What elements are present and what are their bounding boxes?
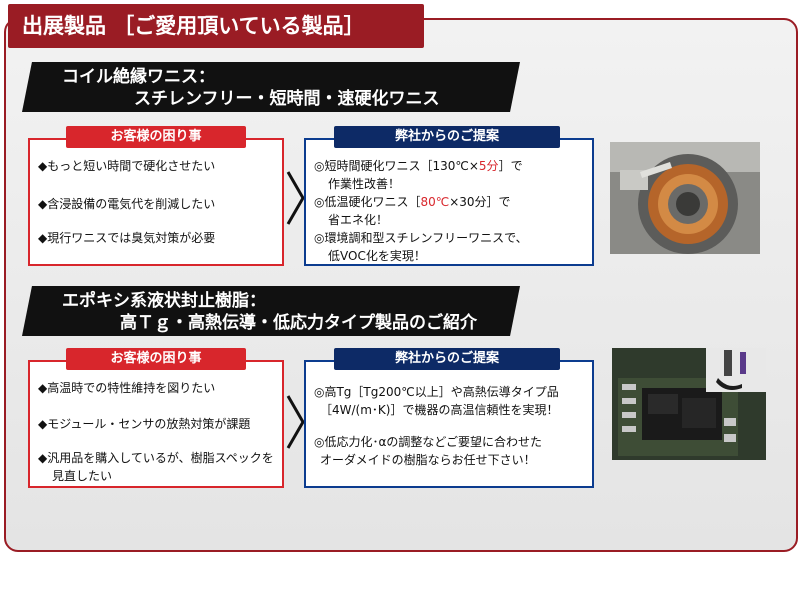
proposal-line-3b: 低VOC化を実現！ bbox=[328, 249, 426, 263]
chevron-right-icon bbox=[286, 395, 305, 449]
section2-banner-line2: 高Ｔｇ・高熱伝導・低応力タイプ製品のご紹介 bbox=[120, 313, 477, 333]
section1-proposals-header: 弊社からのご提案 bbox=[334, 126, 560, 148]
proposal-line: ［4W/(m･K)］で機器の高温信頼性を実現！ bbox=[320, 403, 559, 417]
problem-item: 見直したい bbox=[52, 469, 113, 483]
problem-item: ◆現行ワニスでは臭気対策が必要 bbox=[38, 231, 216, 245]
chevron-right-icon bbox=[286, 171, 305, 225]
circuit-board-photo bbox=[612, 348, 766, 460]
section1-banner-line1: コイル絶縁ワニス： bbox=[62, 67, 215, 87]
proposal-line-2: ◎低温硬化ワニス［80℃×30分］で bbox=[314, 195, 511, 209]
problem-item: ◆汎用品を購入しているが、樹脂スペックを bbox=[38, 451, 274, 465]
proposal-line-1b: 作業性改善！ bbox=[328, 177, 401, 191]
section1-banner: コイル絶縁ワニス： スチレンフリー・短時間・速硬化ワニス bbox=[22, 62, 520, 112]
section2-problems-header: お客様の困り事 bbox=[66, 348, 246, 370]
problem-item: ◆高温時での特性維持を図りたい bbox=[38, 381, 216, 395]
proposal-line: オーダメイドの樹脂ならお任せ下さい！ bbox=[320, 453, 536, 467]
motor-coil-photo bbox=[610, 142, 760, 254]
section1-proposals-box: ◎短時間硬化ワニス［130℃×5分］で 作業性改善！ ◎低温硬化ワニス［80℃×… bbox=[304, 138, 594, 266]
proposal-line-3: ◎環境調和型スチレンフリーワニスで、 bbox=[314, 231, 528, 245]
problem-item: ◆モジュール・センサの放熱対策が課題 bbox=[38, 417, 251, 431]
section2-problems-box: ◆高温時での特性維持を図りたい ◆モジュール・センサの放熱対策が課題 ◆汎用品を… bbox=[28, 360, 284, 488]
proposal-line-2b: 省エネ化！ bbox=[328, 213, 389, 227]
page-title: 出展製品 ［ご愛用頂いている製品］ bbox=[8, 4, 424, 48]
proposal-line: ◎高Tg［Tg200℃以上］や高熱伝導タイプ品 bbox=[314, 385, 559, 399]
proposal-line: ◎低応力化･αの調整などご要望に合わせた bbox=[314, 435, 543, 449]
section2-proposals-box: ◎高Tg［Tg200℃以上］や高熱伝導タイプ品 ［4W/(m･K)］で機器の高温… bbox=[304, 360, 594, 488]
proposal-line-1: ◎短時間硬化ワニス［130℃×5分］で bbox=[314, 159, 523, 173]
section2-banner-line1: エポキシ系液状封止樹脂： bbox=[62, 291, 266, 311]
section1-problems-header: お客様の困り事 bbox=[66, 126, 246, 148]
section2-banner: エポキシ系液状封止樹脂： 高Ｔｇ・高熱伝導・低応力タイプ製品のご紹介 bbox=[22, 286, 520, 336]
section1-banner-line2: スチレンフリー・短時間・速硬化ワニス bbox=[134, 89, 440, 109]
problem-item: ◆もっと短い時間で硬化させたい bbox=[38, 159, 216, 173]
section1-problems-box: ◆もっと短い時間で硬化させたい ◆含浸設備の電気代を削減したい ◆現行ワニスでは… bbox=[28, 138, 284, 266]
problem-item: ◆含浸設備の電気代を削減したい bbox=[38, 197, 216, 211]
section2-proposals-header: 弊社からのご提案 bbox=[334, 348, 560, 370]
